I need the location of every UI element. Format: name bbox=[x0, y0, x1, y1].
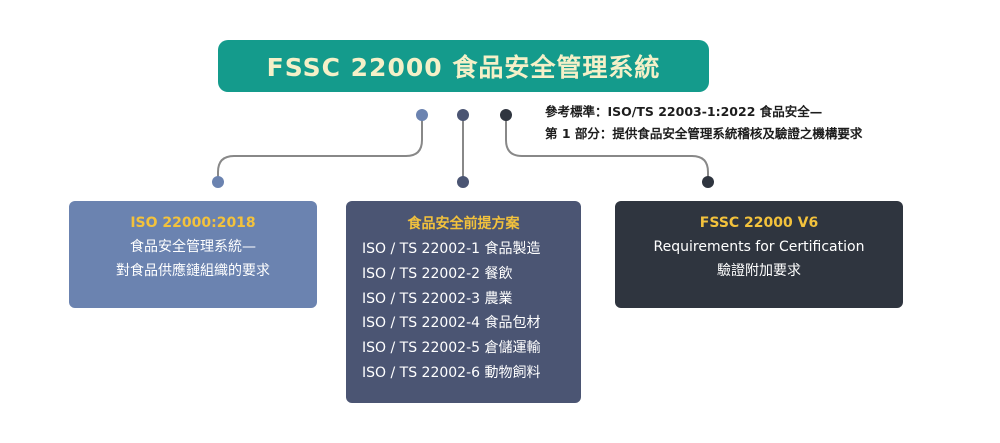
card-line: 食品安全管理系統— bbox=[130, 239, 256, 255]
card-line: ISO / TS 22002-3 農業 bbox=[362, 290, 513, 307]
card-title: ISO 22000:2018 bbox=[130, 215, 256, 231]
reference-line-1: 參考標準：ISO/TS 22003-1:2022 食品安全— bbox=[545, 104, 823, 119]
page-title: FSSC 22000 食品安全管理系統 bbox=[218, 40, 709, 92]
card-prerequisite-programs: 食品安全前提方案 ISO / TS 22002-1 食品製造 ISO / TS … bbox=[346, 201, 581, 403]
connector-left bbox=[217, 115, 423, 182]
connector-dot-bottom-right bbox=[702, 176, 714, 188]
card-line: ISO / TS 22002-4 食品包材 bbox=[362, 315, 541, 332]
connector-dot-top-mid bbox=[457, 109, 469, 121]
card-line: 驗證附加要求 bbox=[717, 263, 801, 279]
card-line: 對食品供應鏈組織的要求 bbox=[116, 263, 270, 279]
card-line: ISO / TS 22002-1 食品製造 bbox=[362, 241, 541, 257]
reference-note: 參考標準：ISO/TS 22003-1:2022 食品安全— 第 1 部分：提供… bbox=[545, 101, 965, 145]
connector-dot-bottom-left bbox=[212, 176, 224, 188]
connector-dot-top-right bbox=[500, 109, 512, 121]
connector-dot-bottom-mid bbox=[457, 176, 469, 188]
card-line: ISO / TS 22002-6 動物飼料 bbox=[362, 364, 541, 381]
connector-dot-top-left bbox=[416, 109, 428, 121]
card-line: ISO / TS 22002-2 餐飲 bbox=[362, 265, 513, 282]
card-iso-22000: ISO 22000:2018 食品安全管理系統— 對食品供應鏈組織的要求 bbox=[69, 201, 317, 308]
connector-right bbox=[505, 115, 709, 182]
reference-line-2: 第 1 部分：提供食品安全管理系統稽核及驗證之機構要求 bbox=[545, 126, 863, 141]
card-fssc-v6: FSSC 22000 V6 Requirements for Certifica… bbox=[615, 201, 903, 308]
card-title: 食品安全前提方案 bbox=[407, 216, 520, 232]
card-line: ISO / TS 22002-5 倉儲運輸 bbox=[362, 340, 541, 357]
card-line: Requirements for Certification bbox=[653, 239, 865, 255]
card-title: FSSC 22000 V6 bbox=[699, 215, 819, 231]
